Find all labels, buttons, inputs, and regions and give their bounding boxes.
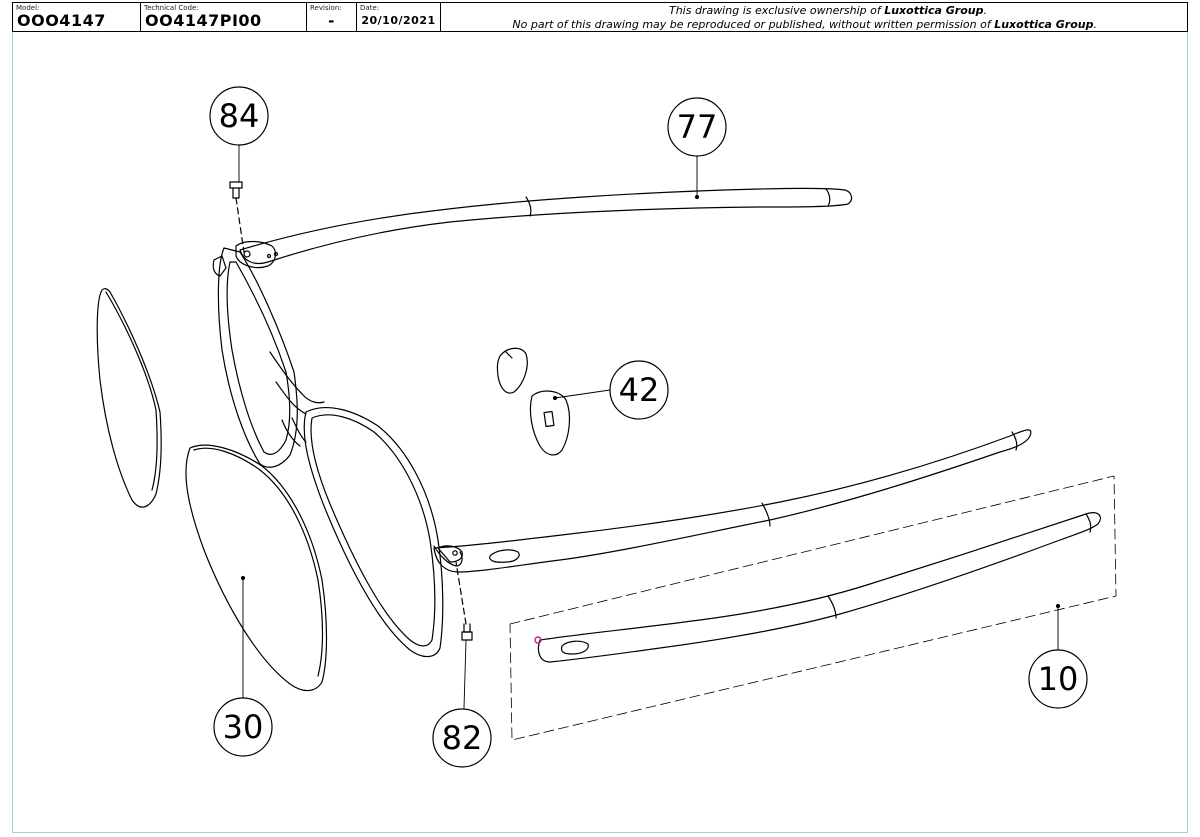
nose-pad-right-insert [543, 410, 555, 428]
callout-bubble-10: 10 [1028, 649, 1088, 709]
ownership-notice: This drawing is exclusive ownership of L… [441, 3, 1187, 31]
model-value: OOO4147 [17, 11, 106, 30]
callout-circle-82 [432, 708, 492, 768]
screw-82-shank [463, 623, 471, 633]
screw-part-82 [455, 561, 473, 641]
callout-bubble-30: 30 [213, 697, 273, 757]
technical-code-label: Technical Code: [144, 4, 199, 12]
revision-cell: Revision: - [307, 3, 357, 31]
lower-hinge-screw-hole [452, 550, 458, 556]
callout-label-30: 30 [223, 708, 264, 746]
left-eye-rim-inner [226, 261, 291, 455]
leader-42 [554, 389, 611, 399]
lower-temple-outline [433, 429, 1032, 573]
callout-circle-77 [667, 97, 727, 157]
callout-bubble-84: 84 [209, 86, 269, 146]
rear-lens-outline [96, 288, 162, 508]
technical-code-value: OO4147PI00 [145, 11, 262, 30]
callout-circle-84 [209, 86, 269, 146]
spare-temple-outline [537, 512, 1101, 663]
spare-temple-logo-icon [560, 640, 589, 655]
callout-circle-10 [1028, 649, 1088, 709]
screw-84-head [229, 181, 243, 189]
right-eye-rim-inner [310, 414, 436, 647]
bridge-upper-bar [269, 351, 325, 404]
notice-line-1-owner: Luxottica Group [884, 4, 984, 17]
notice-line-1-end: . [983, 4, 988, 17]
front-frame [212, 247, 463, 658]
front-lens-edge [193, 447, 324, 677]
callout-bubble-42: 42 [609, 360, 669, 420]
callout-label-84: 84 [219, 97, 260, 135]
notice-line-2: No part of this drawing may be reproduce… [441, 18, 1097, 32]
notice-line-1: This drawing is exclusive ownership of L… [441, 4, 987, 18]
callout-leaders [238, 144, 1059, 709]
callout-bubble-77: 77 [667, 97, 727, 157]
notice-line-2-owner: Luxottica Group [994, 18, 1094, 31]
left-eye-rim-outer [217, 247, 298, 468]
notice-line-1-text: This drawing is exclusive ownership of [668, 4, 885, 17]
spare-temple-tip-seam [827, 595, 837, 619]
nose-pad-right [529, 390, 571, 456]
revision-label: Revision: [310, 4, 342, 12]
nose-pad-left [496, 347, 528, 394]
callout-circle-42 [609, 360, 669, 420]
lower-temple-on-frame [433, 429, 1032, 573]
callout-bubble-82: 82 [432, 708, 492, 768]
lower-temple-tip-seam [761, 502, 771, 527]
spare-temple-dashed-box [509, 475, 1117, 741]
upper-temple-outline [239, 187, 853, 265]
bridge-lower-bar [275, 381, 307, 415]
screw-part-84 [229, 181, 245, 253]
leader-82 [463, 639, 467, 709]
lower-temple-logo-icon [489, 549, 520, 563]
upper-temple-hinge [235, 240, 277, 269]
callout-label-42: 42 [619, 371, 660, 409]
nose-pads-part-42 [496, 347, 571, 456]
revision-value: - [328, 12, 335, 30]
rear-lens-edge [105, 291, 158, 491]
lower-hinge-knuckle [437, 545, 463, 563]
lower-temple-end-seam [1011, 431, 1018, 451]
title-block: Model: OOO4147 Technical Code: OO4147PI0… [12, 2, 1188, 32]
right-eye-rim-outer [303, 407, 444, 658]
callout-label-10: 10 [1038, 660, 1079, 698]
notice-line-2-end: . [1093, 18, 1098, 31]
model-cell: Model: OOO4147 [13, 3, 141, 31]
front-lens-outline [185, 444, 328, 692]
upper-hinge-screw-hole [243, 250, 251, 258]
lens-set-part-30 [96, 288, 328, 692]
technical-code-cell: Technical Code: OO4147PI00 [141, 3, 307, 31]
upper-hinge-pin-dot-2 [273, 251, 279, 257]
spare-temple-end-seam [1085, 513, 1092, 533]
callout-circle-30 [213, 697, 273, 757]
model-label: Model: [16, 4, 40, 12]
nose-pad-left-stem [505, 351, 513, 359]
callout-label-77: 77 [677, 108, 718, 146]
notice-line-2-text: No part of this drawing may be reproduce… [512, 18, 995, 31]
screw-82-dash-line [455, 561, 467, 625]
left-endpiece [212, 255, 227, 277]
screw-84-shank [232, 187, 240, 199]
spare-temple-highlight-dot [534, 636, 542, 644]
screw-82-head [461, 631, 473, 641]
spare-temple-part-10 [509, 475, 1117, 741]
date-cell: Date: 20/10/2021 [357, 3, 441, 31]
screw-84-dash-line [235, 197, 245, 253]
date-value: 20/10/2021 [361, 14, 436, 27]
upper-temple-tip-seam [525, 196, 532, 217]
upper-temple-end-seam [825, 188, 831, 207]
callout-label-82: 82 [442, 719, 483, 757]
date-label: Date: [360, 4, 380, 12]
upper-hinge-pin-dot [266, 253, 272, 259]
upper-temple-part-77 [235, 187, 853, 269]
